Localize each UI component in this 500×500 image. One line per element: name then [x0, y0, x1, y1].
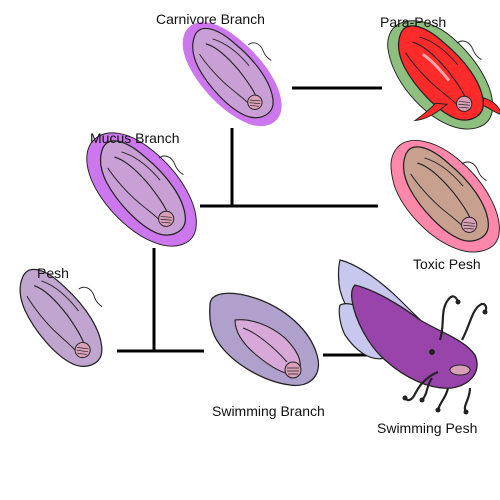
mucus-branch-creature [86, 132, 197, 247]
carnivore-branch-creature [182, 22, 282, 127]
label-swimming-branch: Swimming Branch [212, 403, 325, 419]
swimming-pesh-creature [337, 259, 488, 415]
toxic-pesh-creature [390, 140, 500, 253]
label-pesh: Pesh [37, 265, 69, 281]
label-carnivore-branch: Carnivore Branch [156, 11, 265, 27]
swimming-branch-creature [209, 292, 320, 387]
label-para-pesh: Para-Pesh [380, 14, 447, 30]
connector-lines [117, 86, 384, 357]
label-mucus-branch: Mucus Branch [90, 130, 180, 146]
label-toxic-pesh: Toxic Pesh [413, 256, 481, 272]
para-pesh-creature [387, 20, 500, 130]
label-swimming-pesh: Swimming Pesh [377, 420, 478, 436]
pesh-creature [9, 267, 113, 370]
